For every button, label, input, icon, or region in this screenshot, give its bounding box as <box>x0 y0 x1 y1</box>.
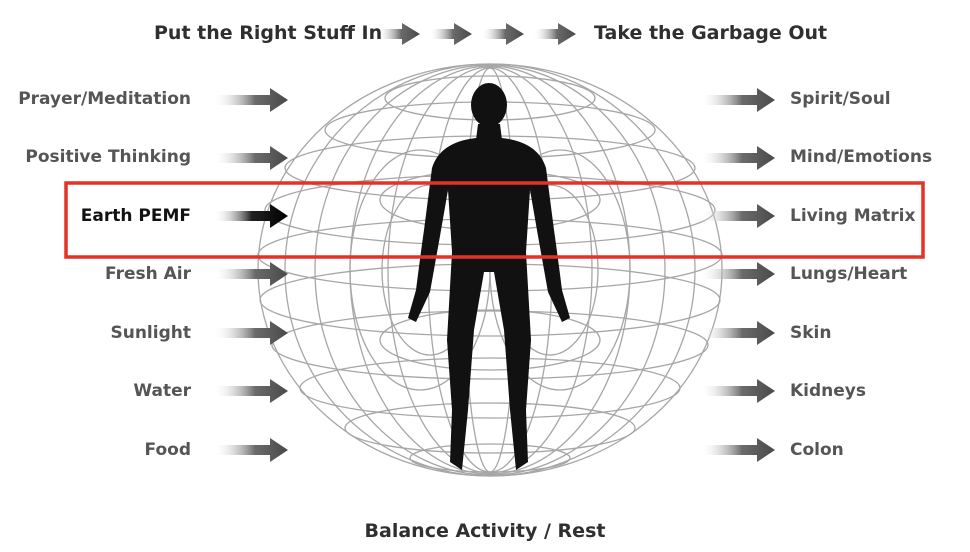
input-arrow <box>215 379 288 403</box>
top-arrow-3 <box>482 23 524 45</box>
header-right-title: Take the Garbage Out <box>594 22 828 44</box>
output-label-skin: Skin <box>790 323 832 343</box>
input-label-prayer-meditation: Prayer/Meditation <box>18 89 191 109</box>
input-label-earth-pemf: Earth PEMF <box>80 206 191 226</box>
output-label-kidneys: Kidneys <box>790 381 867 401</box>
input-label-sunlight: Sunlight <box>110 323 191 343</box>
input-arrows <box>215 88 288 462</box>
input-arrow <box>215 262 288 286</box>
top-arrow-1 <box>378 23 420 45</box>
output-arrow <box>702 321 775 345</box>
input-label-positive-thinking: Positive Thinking <box>25 147 191 167</box>
output-label-colon: Colon <box>790 440 844 460</box>
input-arrow <box>215 321 288 345</box>
output-arrow <box>702 438 775 462</box>
top-arrow-4 <box>534 23 576 45</box>
top-arrow-2 <box>430 23 472 45</box>
input-label-food: Food <box>144 440 191 460</box>
input-arrow <box>215 438 288 462</box>
footer-caption: Balance Activity / Rest <box>364 520 606 542</box>
output-arrow <box>702 146 775 170</box>
input-label-fresh-air: Fresh Air <box>105 264 191 284</box>
input-arrow <box>215 146 288 170</box>
output-arrow <box>702 379 775 403</box>
highlight-box <box>64 181 925 259</box>
top-arrows <box>378 23 576 45</box>
input-label-water: Water <box>133 381 191 401</box>
output-label-lungs-heart: Lungs/Heart <box>790 264 908 284</box>
output-arrow <box>702 204 775 228</box>
output-arrow <box>702 262 775 286</box>
output-arrow <box>702 88 775 112</box>
output-label-living-matrix: Living Matrix <box>790 206 916 226</box>
input-arrow-highlight <box>215 204 288 228</box>
input-arrow <box>215 88 288 112</box>
output-label-spirit-soul: Spirit/Soul <box>790 89 891 109</box>
output-arrows <box>702 88 775 462</box>
output-label-mind-emotions: Mind/Emotions <box>790 147 933 167</box>
human-silhouette <box>408 83 570 470</box>
header-left-title: Put the Right Stuff In <box>154 22 383 44</box>
